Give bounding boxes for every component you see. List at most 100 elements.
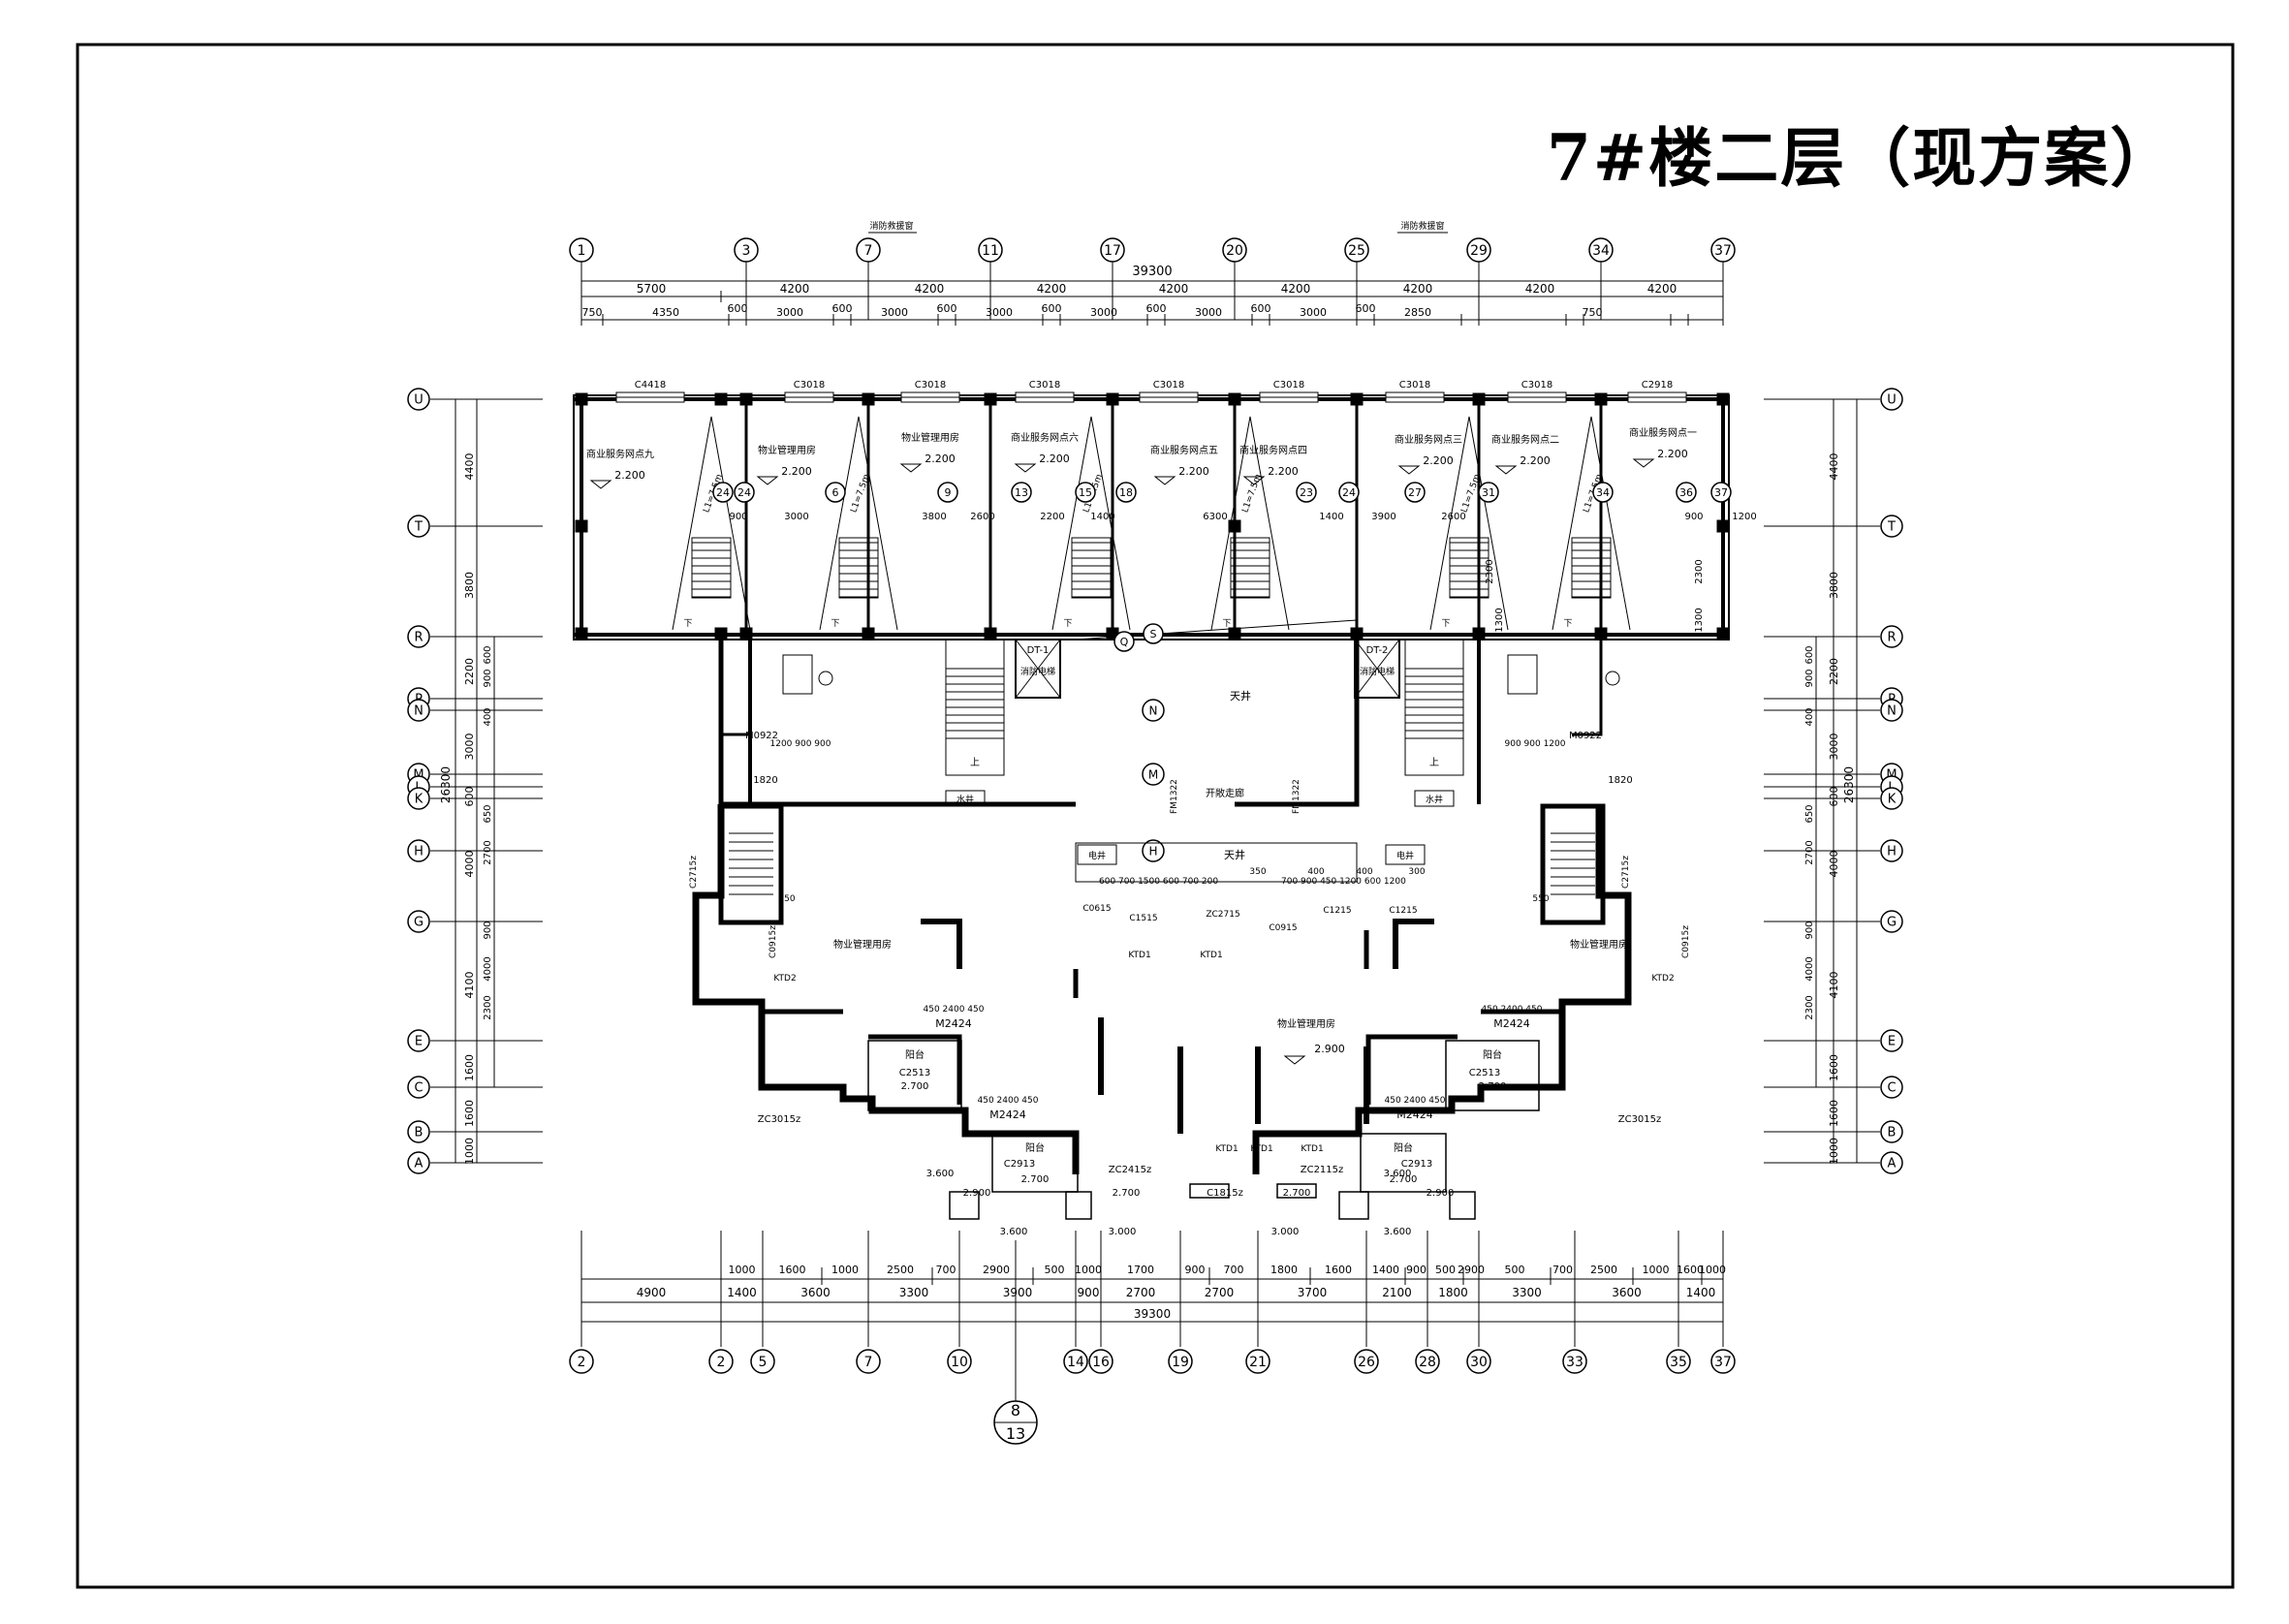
axis-right-N-text: N (1887, 704, 1897, 719)
balcony (1360, 1133, 1447, 1193)
dim-left: 2200 (463, 658, 476, 685)
room-elevation: 2.900 (1314, 1043, 1345, 1055)
balcony (1445, 1040, 1540, 1111)
stair-box (1071, 537, 1112, 599)
axis-inner-37-text: 37 (1714, 486, 1728, 499)
axis-top-37-text: 37 (1714, 243, 1732, 259)
dim-bottom-1: 700 (1552, 1264, 1573, 1276)
axis-top-20-circle (1222, 237, 1247, 263)
column (1594, 392, 1608, 406)
dim-bottom-1: 900 (1406, 1264, 1427, 1276)
window-label: C1515 (1129, 914, 1157, 923)
axis-left-R-circle (407, 625, 430, 648)
balcony-elevation: 2.700 (901, 1081, 929, 1092)
axis-left-C-text: C (414, 1081, 423, 1096)
dim-top-2: 3000 (881, 306, 908, 319)
balcony (867, 1040, 962, 1111)
window-label: C2513 (1469, 1068, 1500, 1078)
dim-inner: 700 900 450 1200 600 1200 (1281, 877, 1406, 887)
stair-down: 下 (831, 619, 839, 629)
ac-platform (1065, 1191, 1092, 1220)
column (1716, 519, 1730, 533)
column (575, 392, 588, 406)
dim-inner: 550 (1532, 894, 1549, 904)
axis-bottom-10-text: 10 (951, 1355, 968, 1370)
stair-up: 上 (970, 757, 980, 768)
room-label-lower: 物业管理用房 (833, 938, 892, 951)
window-label: C0915z (1681, 925, 1691, 958)
axis-inner-H-circle (1142, 839, 1165, 862)
door-label: FM1322 (1292, 779, 1301, 814)
elevation-label: 3.600 (926, 1169, 955, 1179)
axis-left-E-circle (407, 1029, 430, 1052)
axis-bottom-7-circle (856, 1349, 881, 1374)
window-label: C1215 (1323, 906, 1351, 916)
dim-top-2: 600 (1251, 302, 1271, 315)
elevation-label: 3.000 (1109, 1227, 1137, 1237)
window-label: C2715z (1621, 856, 1631, 889)
elevation-label: 3.000 (1271, 1227, 1300, 1237)
ref-bubble-top: 8 (1011, 1401, 1020, 1420)
axis-left-A-circle (407, 1151, 430, 1174)
dim-top-1: 4200 (1159, 282, 1189, 296)
dim-inner: 900 900 1200 (1505, 739, 1566, 749)
stair-box (691, 537, 732, 599)
axis-inner-M-text: M (1148, 767, 1158, 781)
dim-inner: 450 2400 450 (924, 1005, 985, 1015)
dim-bottom-1: 1400 (1372, 1264, 1399, 1276)
axis-inner-18-text: 18 (1119, 486, 1133, 499)
window-label: ZC2115z (1301, 1165, 1344, 1175)
window-label: ZC3015z (758, 1114, 801, 1125)
axis-top-29-circle (1466, 237, 1491, 263)
window-label: C2913 (1004, 1159, 1035, 1170)
dim-left-2: 2700 (483, 840, 493, 864)
axis-inner-6-circle (825, 482, 846, 503)
window-label: C0915z (768, 925, 778, 958)
axis-inner-31-circle (1478, 482, 1499, 503)
axis-inner-13-circle (1011, 482, 1032, 503)
ac-label: KTD2 (1651, 974, 1674, 984)
dim-bottom-1: 2500 (887, 1264, 914, 1276)
dim-top-1: 4200 (780, 282, 810, 296)
axis-top-17-text: 17 (1104, 243, 1121, 259)
axis-inner-24-circle (712, 482, 734, 503)
window-top-label: C3018 (1029, 380, 1060, 390)
axis-left-K-circle (407, 787, 430, 810)
axis-left-U-circle (407, 388, 430, 411)
axis-inner-Q-text: Q (1120, 636, 1129, 648)
axis-top-29-text: 29 (1470, 243, 1488, 259)
dim-bottom-1: 1000 (831, 1264, 859, 1276)
axis-bottom-16-text: 16 (1092, 1355, 1110, 1370)
basin (1605, 671, 1620, 686)
axis-left-H-circle (407, 839, 430, 862)
dim-left: 1000 (463, 1138, 476, 1165)
axis-top-17-circle (1100, 237, 1125, 263)
axis-inner-24-circle (734, 482, 755, 503)
axis-bottom-28-text: 28 (1419, 1355, 1436, 1370)
axis-bottom-30-circle (1466, 1349, 1491, 1374)
axis-top-34-text: 34 (1592, 243, 1610, 259)
axis-right-B-circle (1880, 1120, 1903, 1143)
dim-inner: 600 700 1500 600 700 200 (1099, 877, 1218, 887)
elevation-label: 3.600 (1384, 1227, 1412, 1237)
dim-top-2: 2850 (1404, 306, 1431, 319)
axis-bottom-28-circle (1415, 1349, 1440, 1374)
dim-top-1: 5700 (637, 282, 667, 296)
window-label: C2913 (1401, 1159, 1432, 1170)
column (1228, 627, 1241, 640)
axis-left-T-circle (407, 515, 430, 538)
sheet-border (76, 43, 2235, 1589)
room-elevation: 2.200 (614, 469, 645, 482)
window-label: ZC2715 (1206, 910, 1239, 920)
axis-top-1-circle (569, 237, 594, 263)
axis-right-K-text: K (1888, 793, 1897, 807)
stair-box (1449, 537, 1489, 599)
basin (818, 671, 833, 686)
dim-left: 4400 (463, 453, 476, 481)
lift-shaft (1015, 639, 1061, 699)
dim-bottom-2: 3900 (1003, 1286, 1033, 1299)
elevation-label: 3.600 (1384, 1169, 1412, 1179)
stair-fan (1210, 416, 1290, 631)
dim-left: 3000 (463, 734, 476, 761)
stair-box (1230, 537, 1270, 599)
